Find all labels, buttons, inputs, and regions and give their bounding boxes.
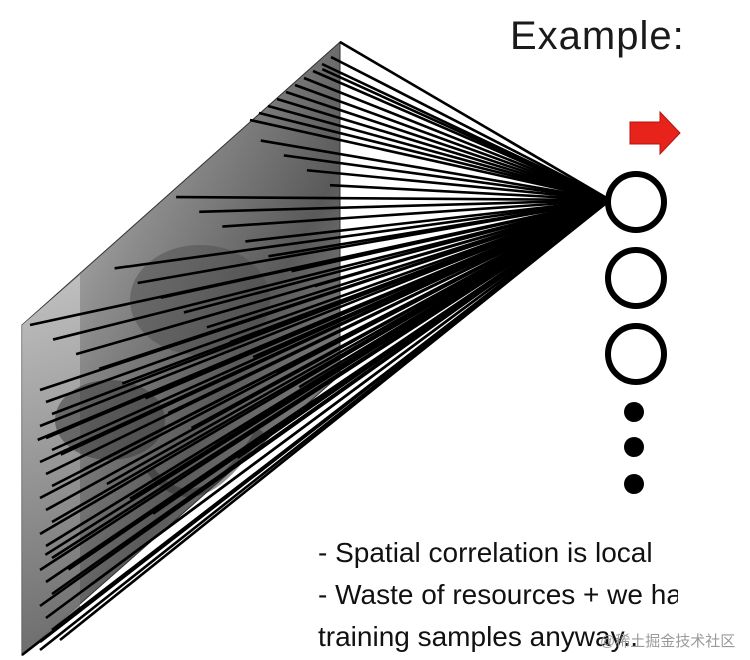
connection-line [283, 154, 611, 202]
connection-line [294, 83, 611, 202]
connection-line [260, 139, 611, 202]
connection-line [59, 198, 611, 642]
connection-line [90, 198, 611, 586]
connection-line [39, 198, 611, 536]
connection-line [306, 168, 611, 202]
connection-line [314, 198, 611, 288]
connection-line [303, 76, 611, 202]
connection-lines [21, 40, 611, 657]
connection-line [229, 198, 611, 344]
ellipsis-dot [624, 437, 644, 457]
connection-line [267, 104, 611, 202]
connection-line [291, 198, 611, 273]
connection-line [252, 198, 611, 359]
ellipsis-dot [624, 474, 644, 494]
red-arrow-icon [629, 110, 681, 156]
bullet-item: - Spatial correlation is local [318, 537, 653, 568]
connection-line [190, 198, 611, 430]
watermark: @稀土掘金技术社区 [600, 633, 736, 650]
connection-line [183, 198, 611, 314]
neuron [605, 171, 667, 233]
connection-line [245, 198, 611, 243]
connection-line [275, 198, 611, 374]
connection-line [330, 55, 611, 202]
connection-line [114, 198, 611, 270]
connection-line [39, 198, 611, 428]
connection-line [39, 198, 611, 572]
connection-line [249, 118, 611, 202]
bullet-item: training samples anyway.. [318, 621, 639, 652]
connection-line [339, 40, 611, 202]
connection-line [236, 198, 611, 459]
connection-line [60, 198, 611, 456]
connection-line [321, 62, 611, 202]
connection-line [199, 198, 611, 214]
connection-line [106, 198, 611, 486]
connection-line [206, 198, 611, 329]
connection-line [285, 90, 611, 202]
bullet-item: - Waste of resources + we have not enoug… [318, 579, 678, 610]
connection-line [298, 198, 611, 389]
output-neurons [605, 171, 667, 494]
connection-line [39, 198, 611, 608]
connection-line [176, 195, 611, 202]
connection-line [268, 198, 611, 258]
connection-line [312, 69, 611, 202]
connection-line [276, 97, 611, 202]
connection-line [222, 198, 611, 228]
ellipsis-dot [624, 402, 644, 422]
connection-line [45, 198, 611, 404]
connection-line [329, 183, 611, 202]
slide-title: Example: [510, 14, 685, 58]
bullet-list: - Spatial correlation is local - Waste o… [318, 532, 678, 658]
neuron [605, 323, 667, 385]
neuron [605, 247, 667, 309]
connection-line [167, 198, 611, 415]
connection-line [258, 111, 611, 202]
